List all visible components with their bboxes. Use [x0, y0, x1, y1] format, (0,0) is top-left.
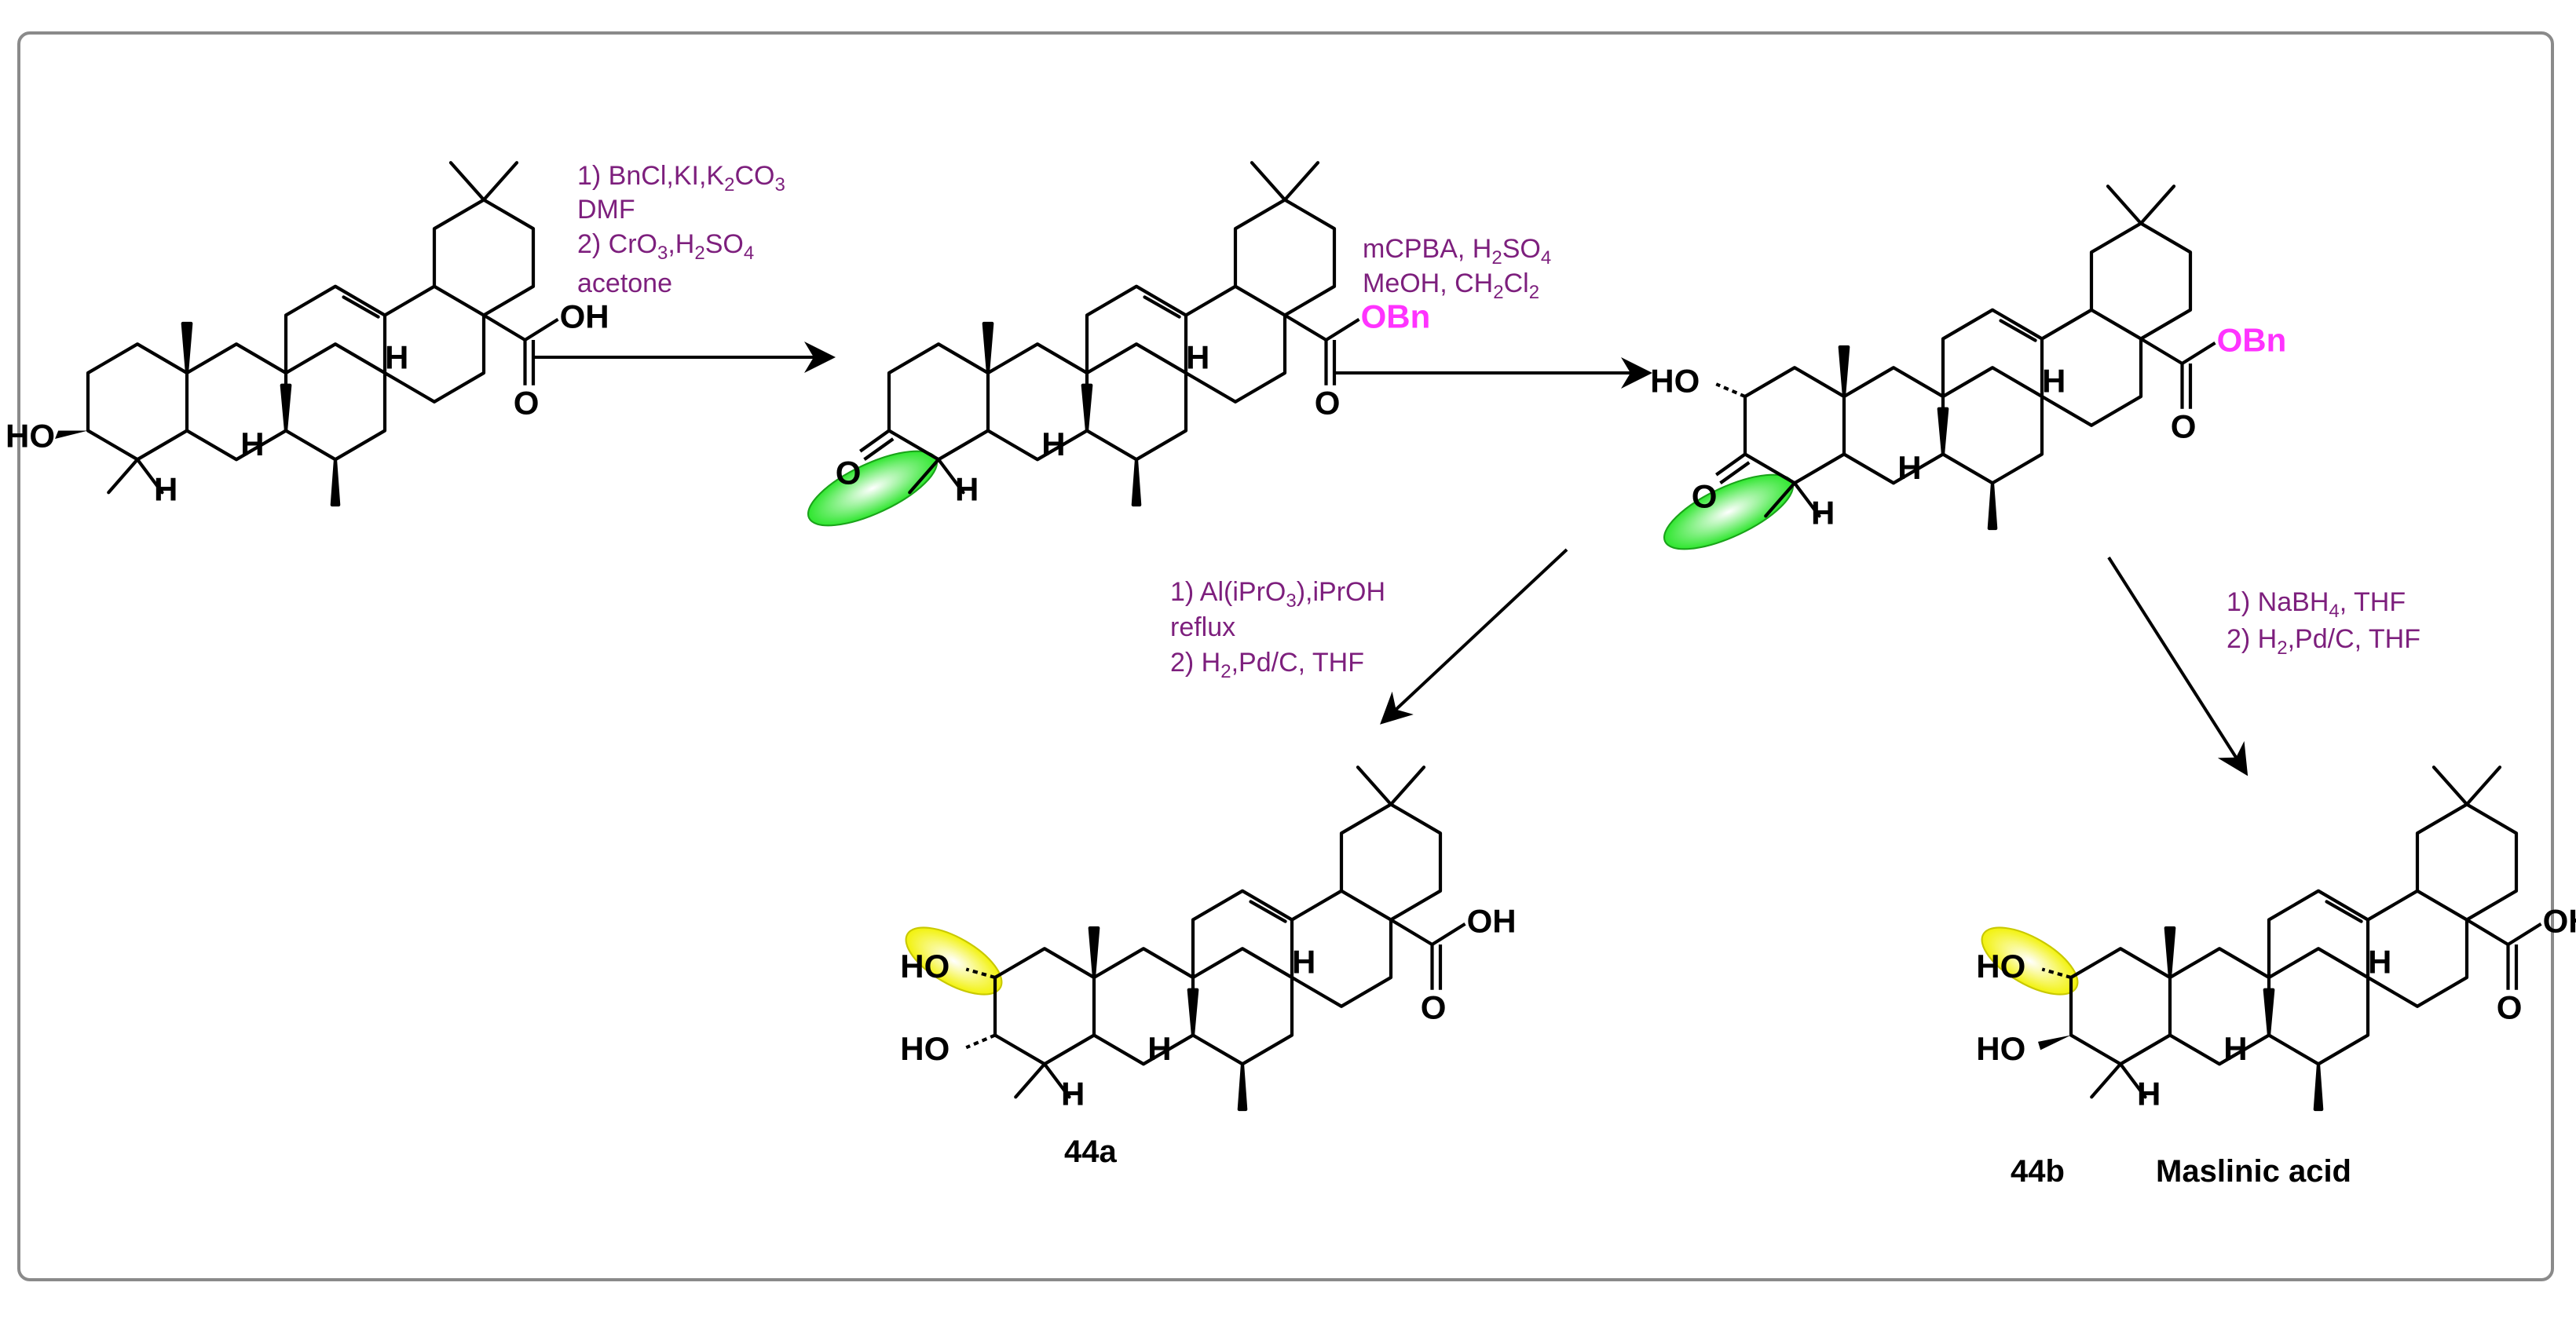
- h-9: H: [1147, 1030, 1171, 1067]
- conditions-step2: mCPBA, H2SO4 MeOH, CH2Cl2: [1363, 234, 1551, 303]
- h-5: H: [1061, 1076, 1085, 1113]
- h-9: H: [1897, 449, 1921, 486]
- scheme-frame: [17, 31, 2554, 1281]
- hydroxyl-highlight: [1981, 926, 2079, 996]
- hydroxyl-highlight: [905, 926, 1003, 996]
- svg-text:mCPBA, H2SO4: mCPBA, H2SO4: [1363, 234, 1551, 269]
- svg-text:2) H2,Pd/C, THF: 2) H2,Pd/C, THF: [2227, 624, 2420, 659]
- h-5: H: [2137, 1076, 2161, 1113]
- compound-keto-ester: OBn O O H H H: [807, 163, 1431, 527]
- ester-carbonyl-o: O: [1315, 385, 1341, 422]
- carboxyl-oh: OH: [560, 298, 609, 334]
- conditions-step1: 1) BnCl,KI,K2CO3 DMF 2) CrO3,H2SO4 aceto…: [577, 161, 785, 298]
- compound-44a: OH O HO HO H H H: [900, 767, 1517, 1113]
- hydroxyl-3: HO: [5, 418, 55, 455]
- label-maslinic-acid: Maslinic acid: [2156, 1154, 2351, 1189]
- h-18: H: [2368, 944, 2391, 981]
- compound-oleanolic-acid: OH O HO H H H: [5, 163, 609, 508]
- ketone-o: O: [836, 455, 862, 491]
- benzyl-ester: OBn: [1361, 298, 1431, 334]
- conditions-step4: 1) NaBH4, THF 2) H2,Pd/C, THF: [2227, 587, 2420, 659]
- label-44b: 44b: [2011, 1154, 2065, 1189]
- h-9: H: [1041, 426, 1065, 462]
- arrow-step4: [2107, 556, 2249, 776]
- svg-text:2) H2,Pd/C, THF: 2) H2,Pd/C, THF: [1170, 648, 1364, 682]
- carboxyl-oh: OH: [2543, 902, 2576, 939]
- compound-hydroxy-keto-ester: OBn O O HO H H H: [1650, 186, 2287, 550]
- benzyl-ester: OBn: [2217, 321, 2287, 358]
- h-5: H: [955, 471, 979, 508]
- ketone-o: O: [1692, 478, 1718, 515]
- svg-text:1) BnCl,KI,K2CO3: 1) BnCl,KI,K2CO3: [577, 161, 785, 195]
- h-5: H: [1811, 495, 1835, 532]
- arrow-step3: [1380, 548, 1568, 725]
- svg-text:2) CrO3,H2SO4: 2) CrO3,H2SO4: [577, 229, 754, 264]
- hydroxyl-3: HO: [900, 1030, 950, 1067]
- carboxyl-oh: OH: [1467, 902, 1517, 939]
- h-5: H: [154, 471, 177, 508]
- conditions-step3: 1) Al(iPrO3),iPrOH reflux 2) H2,Pd/C, TH…: [1170, 577, 1385, 682]
- h-18: H: [1186, 339, 1209, 376]
- h-9: H: [240, 426, 264, 462]
- hydroxyl-2: HO: [1650, 363, 1700, 400]
- compound-44b-maslinic-acid: OH O HO HO H H H: [1976, 767, 2576, 1113]
- carboxyl-o: O: [2497, 989, 2523, 1026]
- svg-text:reflux: reflux: [1170, 612, 1235, 642]
- carboxyl-o: O: [514, 385, 540, 422]
- svg-text:MeOH, CH2Cl2: MeOH, CH2Cl2: [1363, 269, 1539, 303]
- h-9: H: [2223, 1030, 2247, 1067]
- h-18: H: [385, 339, 408, 376]
- hydroxyl-2: HO: [900, 948, 950, 985]
- label-44a: 44a: [1064, 1134, 1117, 1169]
- h-18: H: [1292, 944, 1315, 981]
- hydroxyl-2: HO: [1976, 948, 2025, 985]
- hydroxyl-3: HO: [1976, 1030, 2025, 1067]
- svg-text:DMF: DMF: [577, 195, 635, 225]
- ester-carbonyl-o: O: [2171, 408, 2197, 445]
- svg-text:1) NaBH4, THF: 1) NaBH4, THF: [2227, 587, 2406, 622]
- svg-text:1) Al(iPrO3),iPrOH: 1) Al(iPrO3),iPrOH: [1170, 577, 1385, 612]
- carboxyl-o: O: [1421, 989, 1447, 1026]
- h-18: H: [2042, 363, 2066, 400]
- svg-text:acetone: acetone: [577, 269, 672, 298]
